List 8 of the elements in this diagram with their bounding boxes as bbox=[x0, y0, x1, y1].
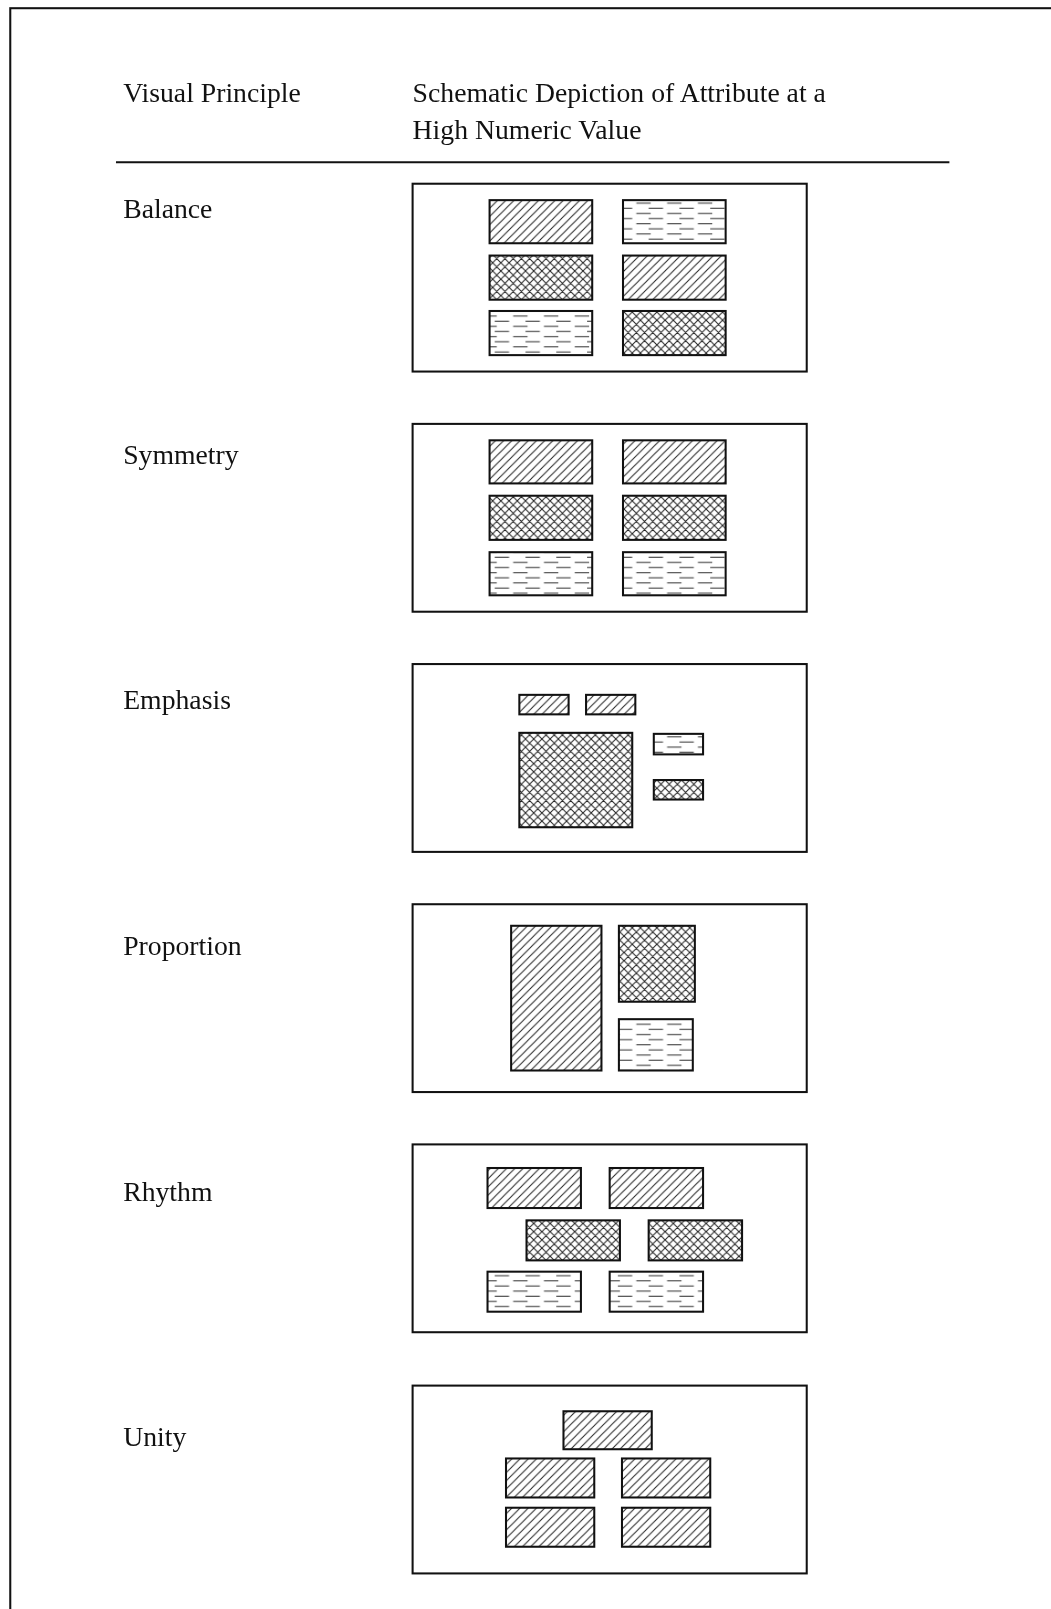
column-header: Visual Principle bbox=[123, 76, 302, 110]
row-label: Balance bbox=[123, 191, 214, 226]
row-label: Proportion bbox=[123, 928, 243, 963]
row-label: Emphasis bbox=[123, 683, 232, 718]
row-label: Rhythm bbox=[123, 1175, 214, 1209]
column-header: Schematic Depiction of Attribute at a High Numeric Value bbox=[412, 76, 827, 147]
row-label: Symmetry bbox=[123, 438, 240, 473]
row-label: Unity bbox=[123, 1420, 188, 1455]
